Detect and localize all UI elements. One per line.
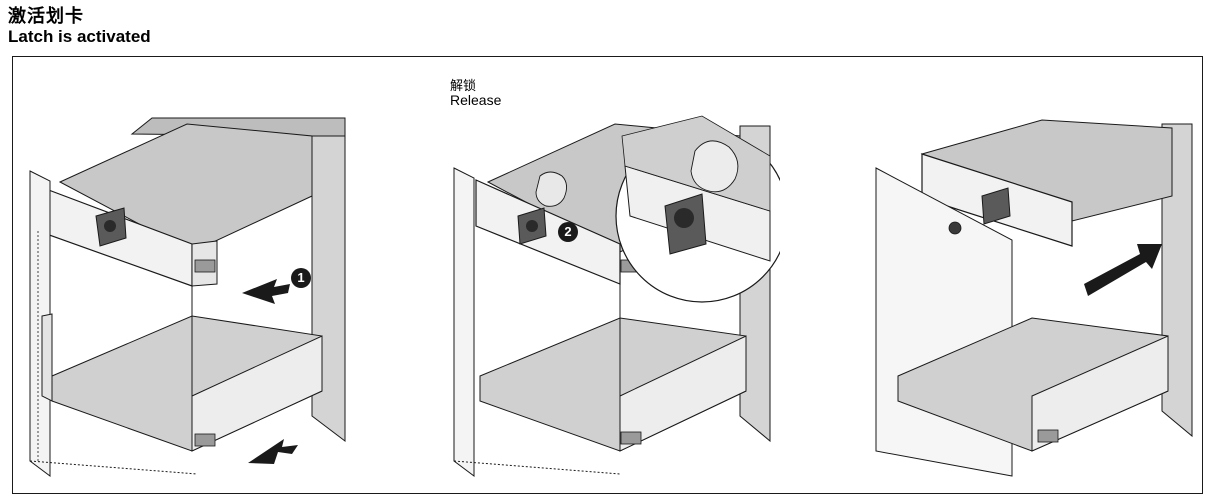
step-1-illustration: [12, 56, 352, 494]
step-badge-2: 2: [558, 222, 578, 242]
step-2-illustration: [440, 56, 780, 494]
step-badge-1: 1: [291, 268, 311, 288]
step-3-illustration: [862, 56, 1197, 494]
title-chinese: 激活划卡: [8, 6, 84, 27]
step-2-label-chinese: 解锁: [450, 79, 477, 94]
title-english: Latch is activated: [8, 27, 151, 46]
illustration-frame: [12, 56, 1203, 494]
step-2-label-english: Release: [450, 92, 502, 108]
